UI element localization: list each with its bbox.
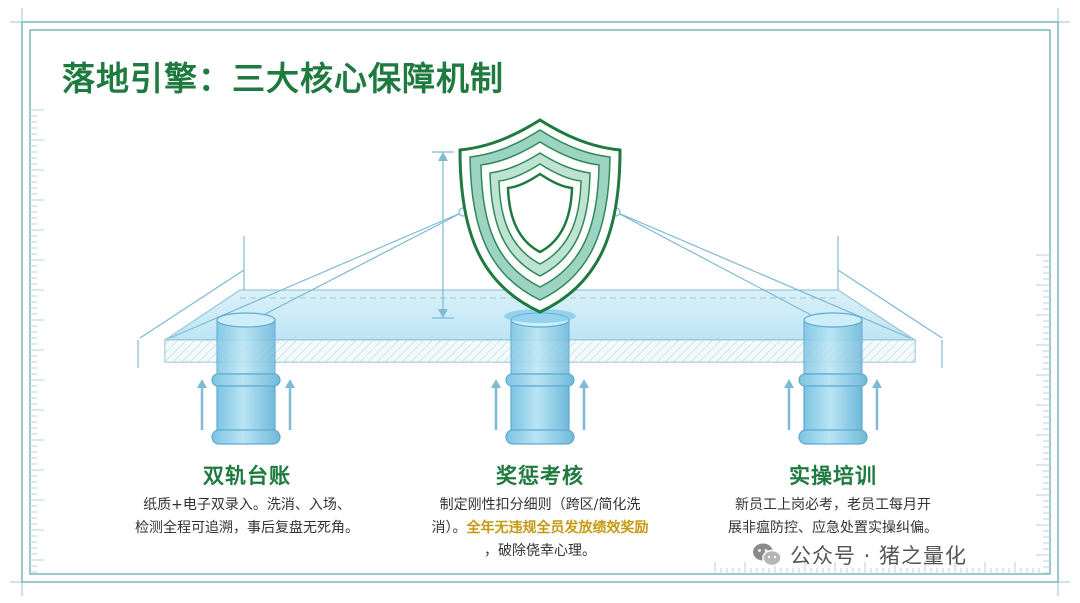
desc-line: 新员工上岗必考，老员工每月开 bbox=[735, 497, 931, 513]
pillar-desc-reward-penalty: 制定刚性扣分细则（跨区/简化洗 消）。全年无违规全员发放绩效奖励 ，破除侥幸心理… bbox=[405, 494, 675, 563]
support-column bbox=[784, 312, 882, 445]
desc-line: ，破除侥幸心理。 bbox=[484, 543, 596, 559]
pillar-title-dual-ledger: 双轨台账 bbox=[203, 464, 291, 488]
support-column bbox=[197, 312, 295, 445]
arrow-head bbox=[438, 309, 448, 318]
pillar-title-hands-on-training: 实操培训 bbox=[789, 464, 877, 488]
desc-highlight: 全年无违规全员发放绩效奖励 bbox=[466, 520, 649, 536]
desc-line: 展非瘟防控、应急处置实操纠偏。 bbox=[728, 520, 938, 536]
desc-line: 检测全程可追溯，事后复盘无死角。 bbox=[135, 520, 359, 536]
page-title: 落地引擎：三大核心保障机制 bbox=[62, 59, 504, 98]
shield-icon bbox=[458, 118, 622, 323]
pillar-title-reward-penalty: 奖惩考核 bbox=[496, 464, 584, 488]
watermark-text: 公众号 · 猪之量化 bbox=[790, 544, 968, 568]
wechat-icon bbox=[752, 542, 782, 568]
ruler-ticks bbox=[30, 109, 1050, 574]
pillar-desc-hands-on-training: 新员工上岗必考，老员工每月开 展非瘟防控、应急处置实操纠偏。 bbox=[698, 494, 968, 540]
watermark: 公众号 · 猪之量化 bbox=[752, 540, 967, 570]
desc-line: 消）。全年无违规全员发放绩效奖励 bbox=[405, 517, 675, 540]
desc-line: 制定刚性扣分细则（跨区/简化洗 bbox=[439, 497, 641, 513]
desc-text: 消）。 bbox=[431, 520, 467, 536]
support-columns bbox=[197, 312, 882, 445]
pillar-desc-dual-ledger: 纸质+电子双录入。洗消、入场、 检测全程可追溯，事后复盘无死角。 bbox=[112, 494, 382, 540]
desc-line: 纸质+电子双录入。洗消、入场、 bbox=[143, 497, 351, 513]
arrow-head bbox=[438, 152, 448, 161]
support-column bbox=[491, 312, 589, 445]
blueprint-frame bbox=[10, 8, 1070, 596]
